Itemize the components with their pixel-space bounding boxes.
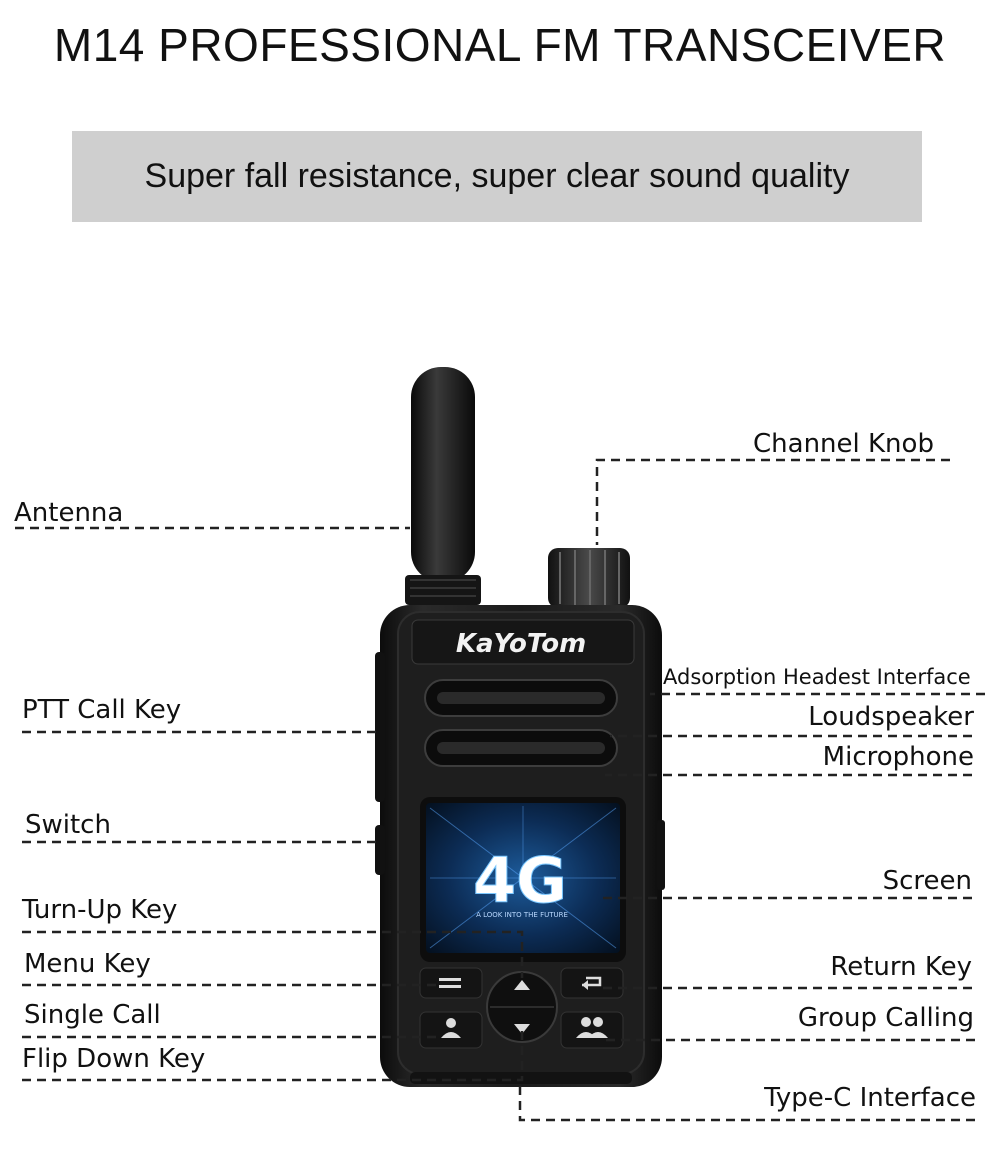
label-group-calling: Group Calling [797,1003,974,1033]
single-user-icon [441,1018,461,1038]
callout-lines [15,458,985,1122]
label-switch: Switch [25,810,111,840]
menu-icon [439,978,461,988]
up-arrow-icon [514,980,530,990]
label-screen: Screen [882,866,972,896]
label-ptt-call-key: PTT Call Key [22,695,182,725]
return-icon [582,976,602,990]
label-turn-up-key: Turn-Up Key [22,895,178,925]
page-title: M14 PROFESSIONAL FM TRANSCEIVER [53,19,947,71]
label-antenna: Antenna [14,498,124,528]
label-menu-key: Menu Key [24,949,151,979]
label-type-c-interface: Type-C Interface [764,1083,976,1113]
radio-body [375,605,665,1087]
group-users-icon [576,1017,608,1038]
subtitle-text: Super fall resistance, super clear sound… [144,157,850,195]
brand-logo: KaYoTom [456,629,586,659]
label-microphone: Microphone [822,742,974,772]
label-flip-down-key: Flip Down Key [22,1044,206,1074]
label-adsorption-headset-interface: Adsorption Headest Interface [663,665,971,689]
label-single-call: Single Call [24,1000,161,1030]
subtitle-banner: Super fall resistance, super clear sound… [72,131,922,222]
label-return-key: Return Key [830,952,972,982]
channel-knob-part [548,548,630,616]
screen-4g-text: 4G [473,844,567,917]
down-arrow-icon [514,1024,530,1034]
label-channel-knob: Channel Knob [753,429,934,459]
antenna-part [405,367,481,605]
screen-tagline: A LOOK INTO THE FUTURE [476,911,568,919]
label-loudspeaker: Loudspeaker [808,702,974,732]
